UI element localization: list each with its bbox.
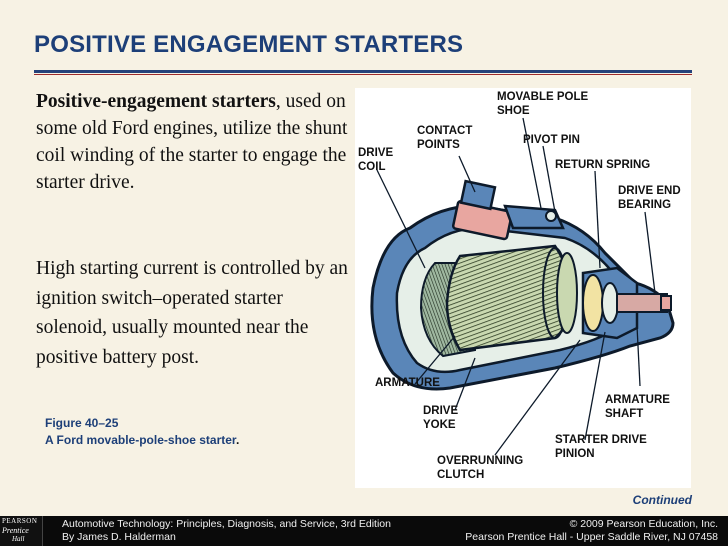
footer-book-title: Automotive Technology: Principles, Diagn…	[62, 518, 391, 530]
starter-illustration: MOVABLE POLE SHOE CONTACT POINTS PIVOT P…	[355, 88, 691, 488]
figure-caption-text: A Ford movable-pole-shoe starter	[45, 433, 236, 447]
label-contact-points-line2: POINTS	[417, 139, 460, 151]
label-overrunning-clutch-line1: OVERRUNNING	[437, 455, 524, 467]
continued-label: Continued	[632, 493, 692, 507]
figure-caption-period: .	[235, 433, 240, 447]
label-pivot-pin: PIVOT PIN	[523, 134, 580, 146]
label-contact-points-line1: CONTACT	[417, 125, 473, 137]
logo-hall-text: Hall	[12, 535, 25, 543]
footer-bar: PEARSON Prentice Hall Automotive Technol…	[0, 516, 728, 546]
label-starter-drive-pinion: STARTER DRIVE PINION	[555, 433, 647, 461]
title-rule-blue	[34, 70, 692, 73]
label-drive-end-bearing-line2: BEARING	[618, 199, 672, 211]
paragraph-1-rest: , used on some old Ford engines, utilize…	[36, 91, 348, 193]
figure-number: Figure 40–25	[45, 416, 119, 430]
title-rule-red	[34, 74, 692, 75]
label-movable-pole-shoe: MOVABLE POLE SHOE	[497, 90, 588, 118]
starter-cutaway-drawing	[370, 117, 675, 456]
label-armature: ARMATURE	[375, 377, 440, 389]
label-drive-yoke-line2: YOKE	[423, 419, 456, 431]
label-armature-shaft: ARMATURE SHAFT	[605, 393, 670, 421]
label-movable-pole-shoe-line2: SHOE	[497, 105, 530, 117]
footer-left: Automotive Technology: Principles, Diagn…	[62, 518, 391, 544]
logo-pearson-text: PEARSON	[2, 517, 38, 525]
bold-term: Positive-engagement starters	[36, 91, 276, 112]
slide-title: POSITIVE ENGAGEMENT STARTERS	[34, 31, 464, 58]
footer-publisher: Pearson Prentice Hall - Upper Saddle Riv…	[465, 531, 718, 543]
paragraph-1: Positive-engagement starters, used on so…	[36, 88, 356, 196]
label-overrunning-clutch: OVERRUNNING CLUTCH	[437, 454, 523, 482]
footer-copyright: © 2009 Pearson Education, Inc.	[569, 518, 718, 530]
label-drive-coil-line1: DRIVE	[358, 147, 394, 159]
label-armature-shaft-line1: ARMATURE	[605, 394, 670, 406]
label-drive-coil: DRIVE COIL	[358, 146, 393, 174]
label-drive-yoke-line1: DRIVE	[423, 405, 459, 417]
pearson-logo: PEARSON Prentice Hall	[0, 516, 43, 546]
label-overrunning-clutch-line2: CLUTCH	[437, 469, 485, 481]
paragraph-2: High starting current is controlled by a…	[36, 258, 348, 368]
label-movable-pole-shoe-line1: MOVABLE POLE	[497, 91, 589, 103]
label-starter-drive-pinion-line2: PINION	[555, 448, 595, 460]
label-contact-points: CONTACT POINTS	[417, 124, 472, 152]
label-drive-end-bearing-line1: DRIVE END	[618, 185, 681, 197]
label-drive-coil-line2: COIL	[358, 161, 386, 173]
label-return-spring: RETURN SPRING	[555, 159, 651, 171]
label-armature-shaft-line2: SHAFT	[605, 408, 644, 420]
footer-right: © 2009 Pearson Education, Inc. Pearson P…	[465, 518, 718, 544]
label-drive-yoke: DRIVE YOKE	[423, 404, 458, 432]
figure-caption: Figure 40–25 A Ford movable-pole-shoe st…	[45, 415, 239, 449]
label-drive-end-bearing: DRIVE END BEARING	[618, 184, 681, 212]
logo-prentice-text: Prentice	[2, 526, 29, 535]
label-starter-drive-pinion-line1: STARTER DRIVE	[555, 434, 647, 446]
footer-author: By James D. Halderman	[62, 531, 176, 543]
